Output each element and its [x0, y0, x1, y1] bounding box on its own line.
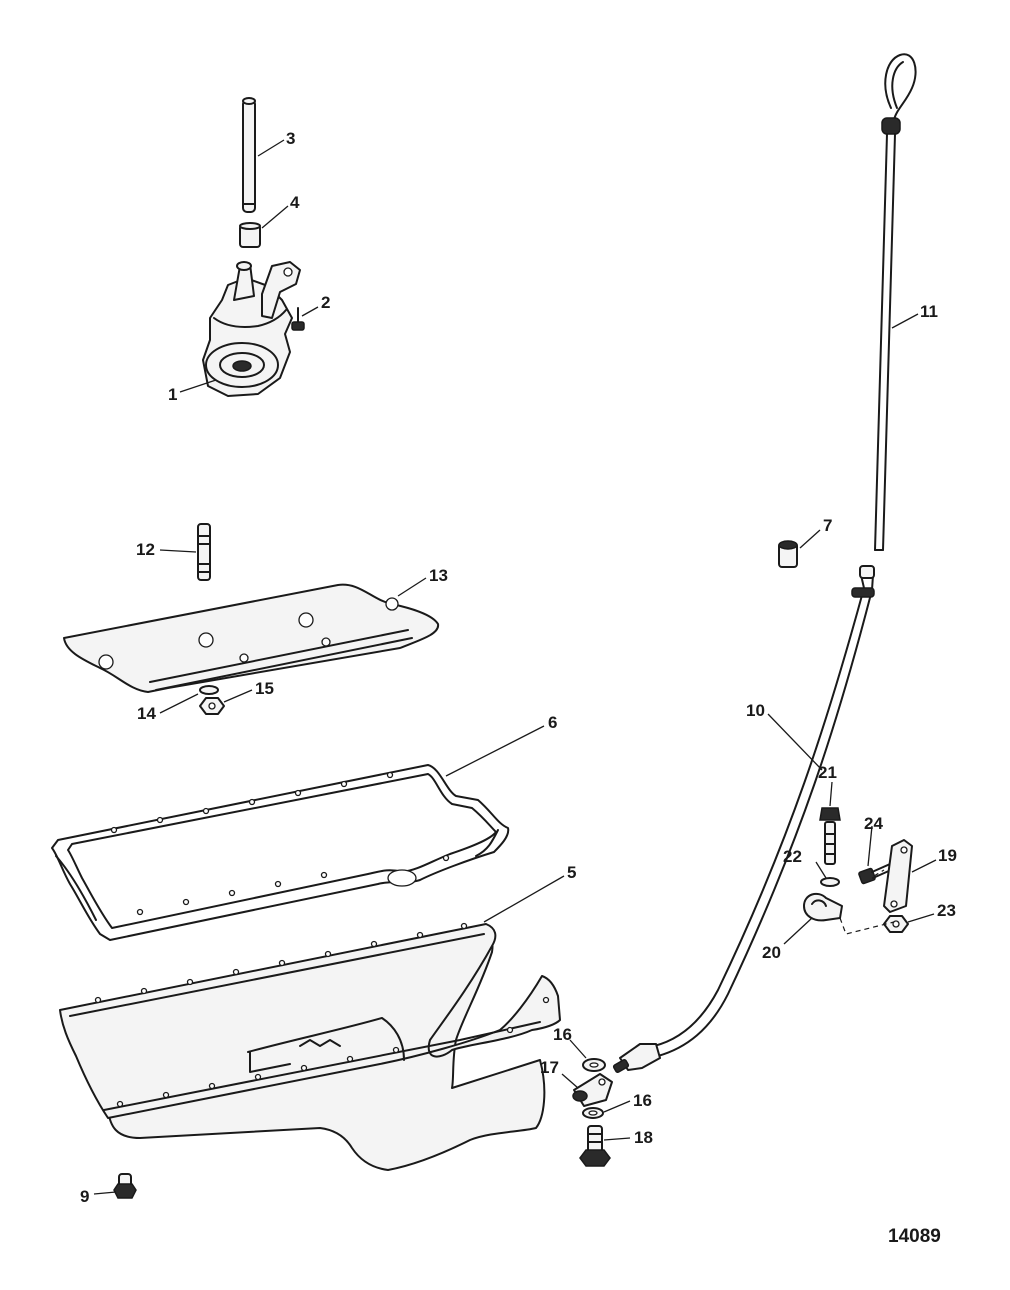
pan-bolt-holes [94, 922, 550, 1108]
tray-nut [199, 697, 225, 715]
bracket-nut [883, 915, 909, 933]
mounting-bolt [819, 807, 841, 865]
callout-21: 21 [818, 763, 837, 782]
callout-5: 5 [567, 863, 576, 882]
callout-11: 11 [920, 302, 938, 321]
drain-adapter [579, 1125, 611, 1167]
callout-15: 15 [255, 679, 274, 698]
drain-plug [113, 1173, 137, 1199]
bracket-screw [858, 863, 892, 885]
dipstick-tube [612, 565, 875, 1073]
callout-labels: 1 2 3 4 5 6 7 9 10 11 12 13 14 15 16 16 … [80, 129, 957, 1247]
assembly-guide-lines [839, 869, 895, 935]
callout-13: 13 [429, 566, 448, 585]
windage-tray [63, 583, 440, 693]
pump-bolt [291, 307, 305, 331]
callout-7: 7 [823, 516, 832, 535]
figure-number: 14089 [888, 1226, 941, 1247]
callout-19: 19 [938, 846, 957, 865]
callout-16-upper: 16 [553, 1025, 572, 1044]
callout-17: 17 [540, 1058, 559, 1077]
gasket-bolt-holes [110, 771, 450, 916]
shaft-sleeve [239, 222, 261, 248]
sealing-washer-upper [582, 1058, 606, 1072]
tube-clamp [803, 892, 843, 922]
callout-24: 24 [864, 814, 883, 833]
dipstick [874, 53, 917, 551]
tube-bracket [883, 839, 913, 913]
callout-4: 4 [290, 193, 300, 212]
callout-14: 14 [137, 704, 156, 723]
pump-drive-shaft [242, 97, 256, 213]
callout-12: 12 [136, 540, 155, 559]
callout-18: 18 [634, 1128, 653, 1147]
callout-2: 2 [321, 293, 330, 312]
mounting-stud [197, 523, 211, 581]
tube-seal [778, 540, 798, 568]
callout-6: 6 [548, 713, 557, 732]
tee-fitting [572, 1073, 613, 1107]
sealing-washer-lower [582, 1107, 604, 1119]
callout-3: 3 [286, 129, 295, 148]
bolt-washer [820, 877, 840, 887]
callout-20: 20 [762, 943, 781, 962]
callout-23: 23 [937, 901, 956, 920]
callout-10: 10 [746, 701, 765, 720]
callout-1: 1 [168, 385, 177, 404]
leader-lines [93, 139, 937, 1195]
oil-pan [59, 922, 561, 1171]
callout-22: 22 [783, 847, 802, 866]
oil-pan-gasket [51, 764, 510, 941]
callout-9: 9 [80, 1187, 89, 1206]
callout-16-lower: 16 [633, 1091, 652, 1110]
oil-pump-pickup [202, 261, 301, 397]
tray-washer [199, 685, 219, 695]
